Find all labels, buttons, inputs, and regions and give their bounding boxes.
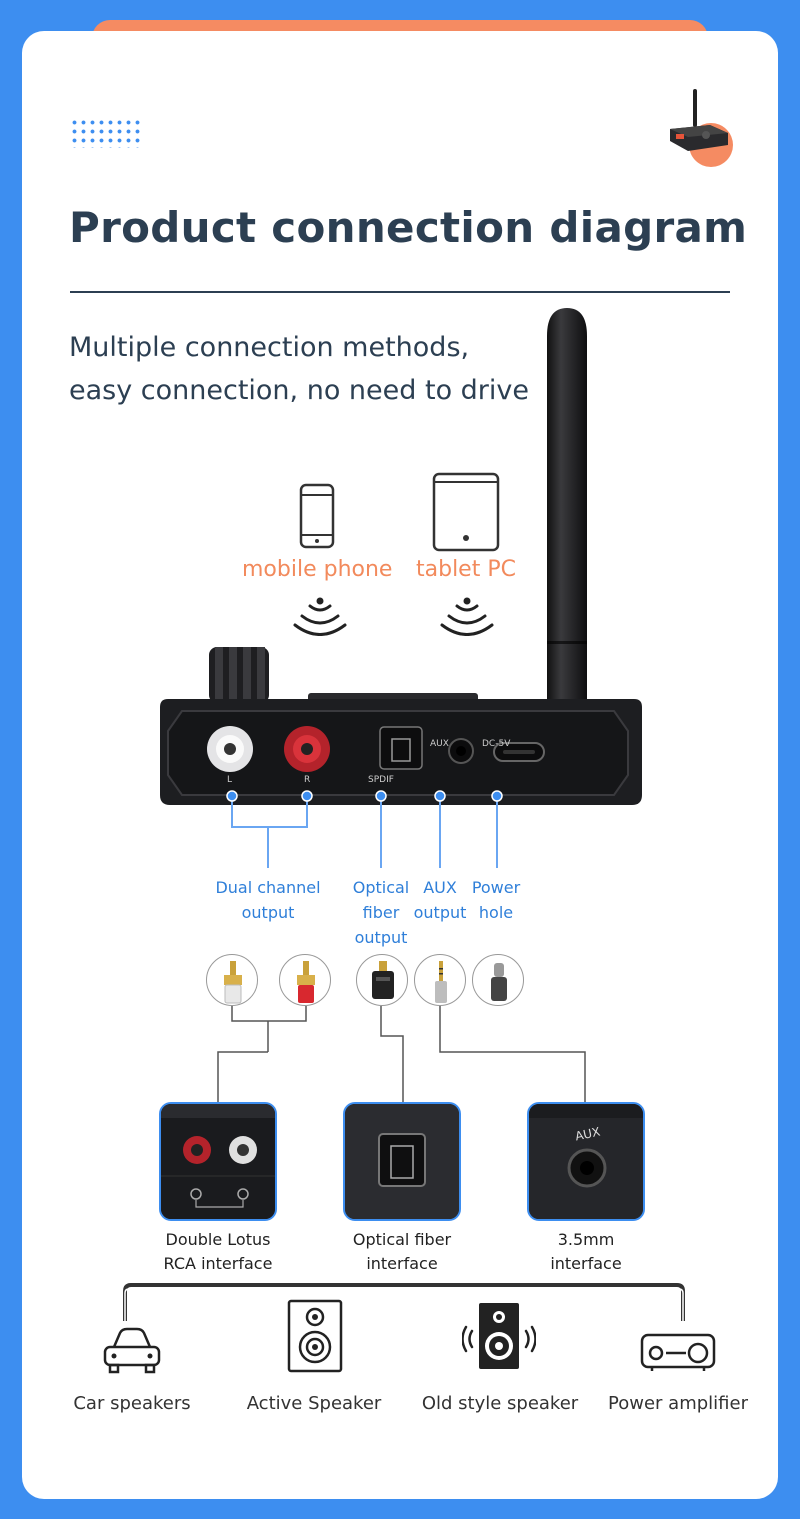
interface-label-line: interface <box>366 1254 438 1273</box>
aux-plug-icon <box>414 954 466 1006</box>
diagram-card: Product connection diagram Multiple conn… <box>22 31 778 1499</box>
interface-label-line: 3.5mm <box>557 1230 615 1249</box>
port-connector-lines <box>22 31 778 891</box>
page-title: Product connection diagram <box>69 203 748 252</box>
port-label-line: fiber <box>362 903 400 922</box>
rca-white-plug-icon <box>206 954 258 1006</box>
title-divider <box>70 291 730 293</box>
antenna <box>539 306 595 786</box>
dot-grid-decoration <box>70 118 140 148</box>
output-label-car: Car speakers <box>73 1393 191 1414</box>
port-label-line: output <box>241 903 295 922</box>
port-label-line: output <box>413 903 467 922</box>
interface-label-optical: Optical fiber interface <box>322 1228 482 1276</box>
port-label-line: Power <box>471 878 521 897</box>
port-text-aux: AUX <box>430 739 449 749</box>
output-label-active: Active Speaker <box>246 1393 382 1414</box>
aux-interface-thumbnail <box>527 1102 645 1221</box>
volume-knob <box>207 643 271 703</box>
optical-interface-thumbnail <box>343 1102 461 1221</box>
tablet-icon <box>432 472 502 552</box>
speaker-icon <box>287 1299 343 1373</box>
source-label-phone: mobile phone <box>242 557 393 582</box>
amplifier-icon <box>640 1333 716 1373</box>
interface-connector-lines <box>22 31 778 1111</box>
rca-interface-thumbnail <box>159 1102 277 1221</box>
port-label-line: Dual channel <box>215 878 321 897</box>
subtitle-line-2: easy connection, no need to drive <box>69 375 530 406</box>
port-label-line: AUX <box>423 878 457 897</box>
device-rear-panel <box>158 691 644 809</box>
port-text-r: R <box>304 775 311 785</box>
output-label-amplifier: Power amplifier <box>608 1393 748 1414</box>
port-label-line: output <box>354 928 408 947</box>
wireless-signal-icon <box>439 596 495 636</box>
product-thumbnail-icon <box>666 89 736 169</box>
interface-label-line: Double Lotus <box>165 1230 271 1249</box>
port-text-l: L <box>227 775 233 785</box>
port-label-line: Optical <box>352 878 410 897</box>
port-text-spdif: SPDIF <box>368 775 394 785</box>
wireless-signal-icon <box>292 596 348 636</box>
interface-label-line: interface <box>550 1254 622 1273</box>
interface-label-aux: 3.5mm interface <box>506 1228 666 1276</box>
rca-red-plug-icon <box>279 954 331 1006</box>
sound-speaker-icon <box>462 1301 536 1373</box>
subtitle: Multiple connection methods, easy connec… <box>69 326 529 412</box>
source-label-tablet: tablet PC <box>416 557 516 582</box>
port-label-optical: Optical fiber output <box>346 875 416 950</box>
interface-label-line: RCA interface <box>163 1254 273 1273</box>
port-label-dual: Dual channel output <box>206 875 330 925</box>
car-icon <box>102 1325 162 1375</box>
usb-c-plug-icon <box>472 954 524 1006</box>
interface-label-line: Optical fiber <box>352 1230 452 1249</box>
interface-label-rca: Double Lotus RCA interface <box>138 1228 298 1276</box>
port-text-dc: DC-5V <box>482 739 511 749</box>
port-label-line: hole <box>478 903 514 922</box>
output-label-old-style: Old style speaker <box>421 1393 579 1414</box>
subtitle-line-1: Multiple connection methods, <box>69 332 470 363</box>
smartphone-icon <box>299 483 335 549</box>
output-bracket <box>22 31 778 1331</box>
optical-plug-icon <box>356 954 408 1006</box>
port-label-power: Power hole <box>467 875 525 925</box>
port-label-aux: AUX output <box>409 875 471 925</box>
